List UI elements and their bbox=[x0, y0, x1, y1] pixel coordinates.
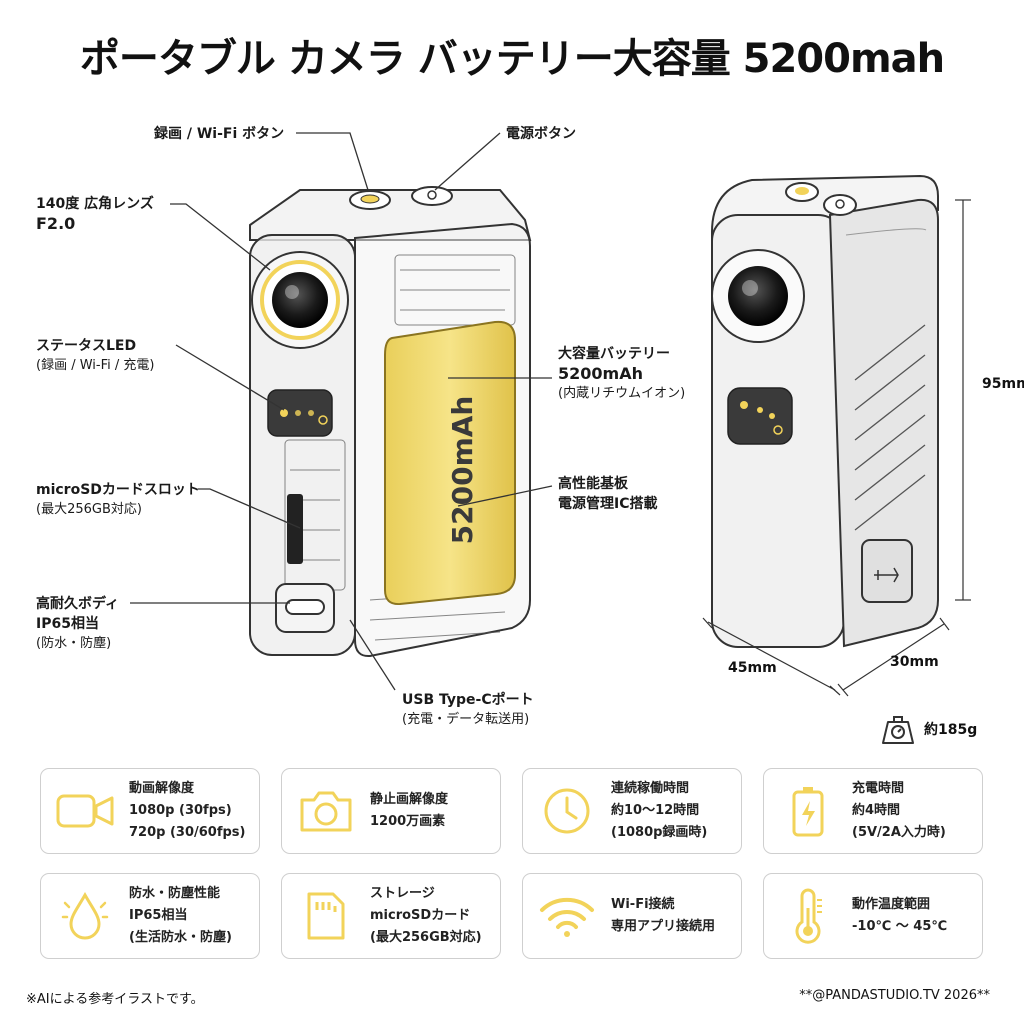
battery-charging-icon bbox=[776, 779, 840, 843]
spec-card-wifi: Wi-Fi接続専用アプリ接続用 bbox=[522, 873, 742, 959]
dimension-height: 95mm bbox=[982, 376, 1024, 392]
label-record-button: 録画 / Wi-Fi ボタン bbox=[154, 126, 285, 142]
spec-card-temperature: 動作温度範囲-10℃ ～ 45℃ bbox=[763, 873, 983, 959]
page-title: ポータブル カメラ バッテリー大容量 5200mah bbox=[79, 36, 945, 82]
label-battery: 大容量バッテリー 5200mAh (内蔵リチウムイオン) bbox=[558, 346, 686, 401]
clock-icon bbox=[535, 779, 599, 843]
power-button-shape bbox=[411, 186, 453, 206]
leader-lines bbox=[130, 132, 553, 691]
thermometer-icon bbox=[776, 884, 840, 948]
battery-print: 5200mAh bbox=[446, 396, 479, 545]
label-usb-port: USB Type-Cポート (充電・データ転送用) bbox=[402, 692, 534, 727]
footer-disclaimer: ※AIによる参考イラストです。 bbox=[26, 992, 204, 1007]
label-lens: 140度 広角レンズ F2.0 bbox=[36, 196, 154, 233]
lens-shape bbox=[272, 272, 328, 328]
scale-icon bbox=[882, 716, 914, 744]
dimension-depth: 30mm bbox=[890, 654, 939, 670]
label-power-button: 電源ボタン bbox=[506, 126, 576, 142]
label-sd-slot: microSDカードスロット (最大256GB対応) bbox=[36, 482, 200, 517]
dimension-width: 45mm bbox=[728, 660, 777, 676]
spec-card-charge: 充電時間約4時間(5V/2A入力時) bbox=[763, 768, 983, 854]
label-body: 高耐久ボディ IP65相当 (防水・防塵) bbox=[36, 596, 120, 651]
dimension-lines bbox=[702, 199, 971, 697]
sd-card-icon bbox=[294, 884, 358, 948]
sd-slot-shape bbox=[287, 494, 303, 564]
wifi-icon bbox=[535, 884, 599, 948]
weight-info: 約185g bbox=[880, 712, 977, 746]
usb-port-shape bbox=[285, 599, 325, 615]
spec-card-runtime: 連続稼働時間約10～12時間(1080p録画時) bbox=[522, 768, 742, 854]
water-drop-icon bbox=[53, 884, 117, 948]
battery-shape bbox=[384, 320, 516, 606]
label-led: ステータスLED (録画 / Wi-Fi / 充電) bbox=[36, 338, 155, 373]
video-camera-icon bbox=[53, 779, 117, 843]
solid-camera bbox=[711, 174, 939, 648]
photo-camera-icon bbox=[294, 779, 358, 843]
footer-credit: **@PANDASTUDIO.TV 2026** bbox=[799, 988, 990, 1003]
weight-value: 約185g bbox=[924, 722, 978, 738]
label-board: 高性能基板 電源管理IC搭載 bbox=[558, 476, 658, 512]
transparent-camera: 5200mAh bbox=[249, 186, 532, 658]
